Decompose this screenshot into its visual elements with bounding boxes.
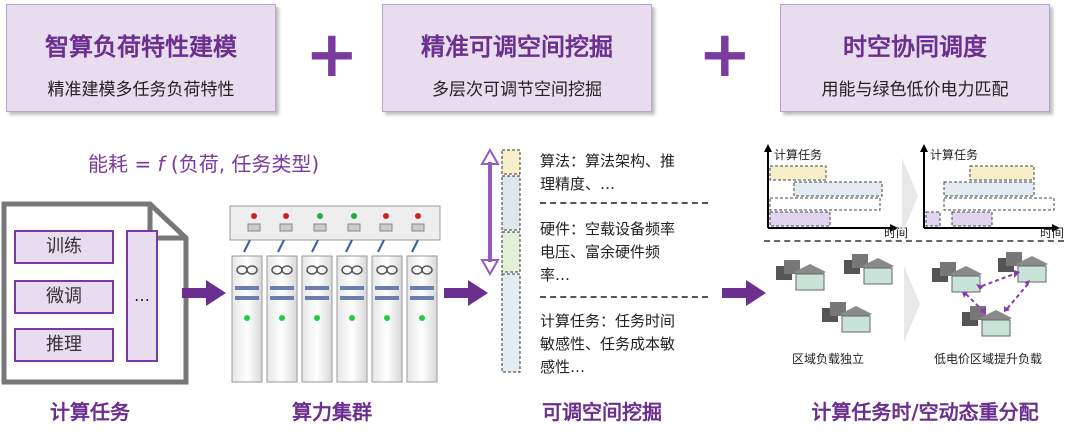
region-caption-shift: 低电价区域提升负载 [934,352,1043,366]
caption-compute-cluster: 算力集群 [292,400,372,424]
timeline-chart-after [920,144,1060,232]
regions-shift-icon [932,252,1048,337]
algorithm-text: 算法：算法架构、推 理精度、… [540,150,710,196]
text-line: 计算任务：任务时间 [540,312,676,330]
top-box-load-modeling: 智算负荷特性建模 精准建模多任务负荷特性 [6,4,276,112]
formula-f: f [157,152,165,176]
caption-redistribution: 计算任务时/空动态重分配 [811,400,1039,424]
plus-icon: + [305,18,359,92]
chart-y-label: 计算任务 [774,148,823,162]
chevron-right-icon [904,266,920,342]
caption-space-mining: 可调空间挖掘 [542,400,662,424]
text-line: 理精度、… [540,175,616,193]
caption-compute-tasks: 计算任务 [50,400,130,424]
top-box-title: 精准可调空间挖掘 [421,33,613,61]
timeline-chart-before [764,144,898,232]
energy-formula: 能耗 = f (负荷, 任务类型) [88,148,319,177]
top-box-title: 智算负荷特性建模 [45,33,237,61]
top-box-subtitle: 多层次可调节空间挖掘 [432,80,602,100]
task-item-more: … [126,230,158,362]
arrow-right-icon [444,280,488,306]
arrow-right-icon [722,280,766,306]
server-cluster-icon [229,205,441,383]
hardware-text: 硬件：空载设备频率 电压、富余硬件频 率… [540,218,710,287]
top-box-space-mining: 精准可调空间挖掘 多层次可调节空间挖掘 [382,4,652,112]
formula-prefix: 能耗 = [88,152,152,176]
text-line: 率… [540,266,571,284]
regions-independent-icon [776,254,894,333]
text-line: 敏感性、任务成本敏 [540,335,676,353]
text-line: 电压、富余硬件频 [540,243,661,261]
plus-icon: + [698,18,752,92]
double-arrow-vertical-icon [480,148,500,276]
more-ellipsis: … [134,286,150,305]
top-box-title: 时空协同调度 [843,33,987,61]
section-divider [764,240,1064,242]
top-box-scheduling: 时空协同调度 用能与绿色低价电力匹配 [780,4,1050,112]
formula-args: (负荷, 任务类型) [170,152,320,176]
top-box-subtitle: 用能与绿色低价电力匹配 [821,80,1009,100]
arrow-right-icon [182,280,226,306]
task-item-training: 训练 [14,230,114,264]
chart-x-label: 时间 [1040,226,1065,240]
task-item-inference: 推理 [14,328,114,362]
chart-y-label: 计算任务 [930,148,979,162]
task-item-finetune: 微调 [14,280,114,314]
region-caption-independent: 区域负载独立 [792,352,865,366]
text-line: 算法：算法架构、推 [540,152,676,170]
text-line: 硬件：空载设备频率 [540,220,676,238]
divider [540,202,708,204]
chevron-right-icon [902,158,918,234]
divider [540,296,708,298]
adjustable-space-bar [501,149,521,373]
text-line: 感性… [540,358,586,376]
top-box-subtitle: 精准建模多任务负荷特性 [47,80,235,100]
task-sensitivity-text: 计算任务：任务时间 敏感性、任务成本敏 感性… [540,310,710,379]
